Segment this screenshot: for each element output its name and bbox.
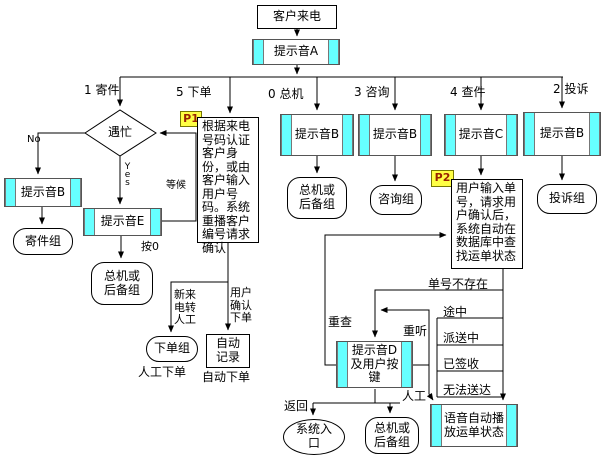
system-entry-node: 系统入口 [283,419,345,455]
tone-d-node: 提示音D及用户按键 [336,341,413,388]
edge-label-yes: Yes [124,162,131,188]
tone-c-node: 提示音C [444,114,518,156]
cyan-bar-right [506,115,517,155]
p1-process-node: 根据来电号码认证客户身份，或由客户输入用户号码。系统重播客户编号请求确认 [197,117,259,254]
branch-label-switchboard: 0 总机 [268,87,304,101]
edge-label-manual: 人工 [402,389,427,403]
cyan-bar-right [328,40,339,64]
tone-b-mail-label: 提示音B [20,184,66,199]
start-label: 客户来电 [272,9,321,24]
status-undeliverable: 无法送达 [443,383,492,397]
cyan-bar-left [281,115,292,155]
status-transit: 途中 [443,305,468,319]
tone-b-complaint-node: 提示音B [523,112,601,156]
edge-label-press0: 按0 [141,240,159,253]
switch-group-end-node: 总机或后备组 [365,417,419,454]
tone-c-label: 提示音C [458,127,504,142]
cyan-bar-right [506,405,517,446]
cyan-bar-right [420,115,431,155]
edge-label-requery: 重查 [328,315,353,329]
voice-play-label: 语音自动播放运单状态 [444,410,505,439]
tone-a-node: 提示音A [252,39,340,65]
branch-label-complaint: 2 投诉 [553,82,589,96]
status-signed: 已签收 [443,357,480,371]
auto-record-label: 自动记录 [215,336,240,364]
branch-label-order: 5 下单 [176,85,212,99]
cyan-bar-left [5,179,16,206]
mail-group-node: 寄件组 [13,228,73,255]
edge-label-relisten: 重听 [403,324,428,338]
start-node: 客户来电 [257,5,337,29]
complaint-group-label: 投诉组 [548,191,585,206]
cyan-bar-left [445,115,456,155]
edge-label-wait: 等候 [166,180,186,191]
tone-b-switch-node: 提示音B [280,114,354,156]
mail-group-label: 寄件组 [24,233,61,248]
caption-manual-order: 人工下单 [138,365,187,379]
tone-e-label: 提示音E [100,214,145,229]
branch-label-mail: 1 寄件 [84,83,120,97]
cyan-bar-left [337,342,348,387]
branch-label-track: 4 查件 [450,85,486,99]
tone-e-node: 提示音E [83,208,162,236]
tone-a-label: 提示音A [273,44,319,59]
cyan-bar-right [70,179,81,206]
switch-group-busy-node: 总机或后备组 [91,262,153,305]
cyan-bar-right [401,342,412,387]
cyan-bar-left [359,115,370,155]
p1-tag: P1 [180,111,202,127]
cyan-bar-left [524,113,535,155]
consult-group-node: 咨询组 [370,185,422,215]
order-group-label: 下单组 [153,341,190,356]
order-group-node: 下单组 [146,336,198,362]
caption-auto-order: 自动下单 [202,370,251,384]
busy-diamond-label: 遇忙 [107,125,132,139]
switch-group-main-node: 总机或后备组 [287,177,347,219]
tone-b-mail-node: 提示音B [4,178,82,207]
cyan-bar-right [342,115,353,155]
tone-b-complaint-label: 提示音B [539,126,585,141]
p2-tag: P2 [431,170,454,187]
status-not-found: 单号不存在 [428,277,489,291]
tone-d-label: 提示音D及用户按键 [350,342,399,385]
tone-b-switch-label: 提示音B [294,127,340,142]
cyan-bar-left [84,209,95,235]
cyan-bar-left [431,405,442,446]
switch-group-main-label: 总机或后备组 [298,183,335,211]
edge-label-user-confirm: 用户确认下单 [230,286,252,325]
tone-b-consult-label: 提示音B [372,127,418,142]
branch-label-consult: 3 咨询 [354,85,390,99]
switch-group-busy-label: 总机或后备组 [103,268,140,297]
p2-process-text: 用户输入单号，请求用户确认后，系统自动在数据库中查找运单状态 [456,181,517,263]
system-entry-label: 系统入口 [295,422,332,450]
edge-label-new-call-manual: 新来电转人工 [174,288,196,327]
p2-process-node: 用户输入单号，请求用户确认后，系统自动在数据库中查找运单状态 [451,179,523,269]
edge-label-no: No [27,134,41,145]
cyan-bar-left [253,40,264,64]
auto-record-node: 自动记录 [206,334,250,368]
edge-label-return: 返回 [284,399,309,413]
cyan-bar-right [150,209,161,235]
p1-process-text: 根据来电号码认证客户身份，或由客户输入用户号码。系统重播客户编号请求确认 [202,119,251,255]
complaint-group-node: 投诉组 [537,184,597,214]
switch-group-end-label: 总机或后备组 [374,420,411,449]
consult-group-label: 咨询组 [377,192,414,207]
voice-play-node: 语音自动播放运单状态 [430,404,518,447]
cyan-bar-right [589,113,600,155]
status-delivering: 派送中 [443,331,480,345]
tone-b-consult-node: 提示音B [358,114,432,156]
